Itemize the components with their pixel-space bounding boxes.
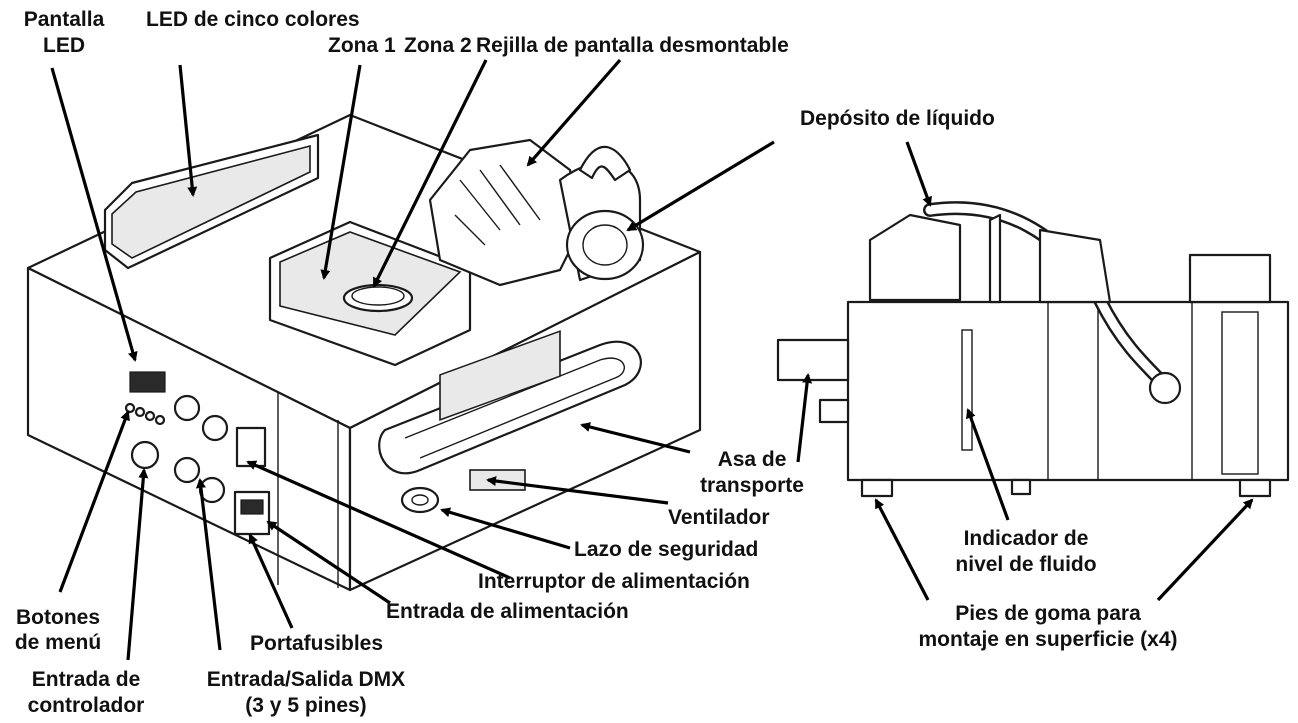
label-asa-1: Asa de	[718, 448, 787, 471]
label-portafusibles: Portafusibles	[250, 632, 383, 655]
zone2-opening	[342, 283, 414, 313]
label-pies-2: montaje en superficie (x4)	[918, 628, 1177, 651]
arrow-asa	[580, 422, 691, 454]
arrow-indicador	[966, 408, 1010, 521]
label-pantalla-desmontable: Rejilla de pantalla desmontable	[476, 34, 789, 57]
arrow-entrada-alimentacion	[266, 520, 391, 605]
controller-input-socket	[130, 440, 160, 470]
arrow-zona1	[320, 64, 362, 280]
arrow-interruptor	[246, 460, 511, 580]
arrow-led-cinco	[178, 64, 198, 197]
dmx-port-3	[173, 456, 201, 484]
label-pies-1: Pies de goma para	[955, 602, 1141, 625]
label-botones-1: Botones	[16, 606, 100, 629]
zone-box	[268, 220, 472, 367]
callout-labels: Pantalla LED LED de cinco colores Zona 1…	[15, 8, 1178, 717]
arrow-deposito-side	[905, 141, 932, 207]
carrying-handle	[378, 330, 642, 475]
arrow-ventilador	[486, 476, 669, 505]
arrow-lazo	[440, 507, 571, 550]
removable-screen-head	[428, 138, 645, 287]
power-switch	[235, 426, 267, 468]
label-dmx-1: Entrada/Salida DMX	[207, 668, 405, 691]
label-ventilador: Ventilador	[668, 506, 770, 529]
machine-front-view	[26, 113, 702, 592]
arrow-dmx	[195, 478, 222, 651]
arrow-pie-izq	[874, 498, 930, 601]
arrow-pantalla-desmontable	[526, 58, 622, 167]
label-interruptor: Interruptor de alimentación	[478, 570, 750, 593]
label-controlador-1: Entrada de	[32, 668, 141, 691]
safety-loop	[400, 486, 440, 514]
rubber-foot-left	[860, 478, 894, 498]
label-pantalla-led-2: LED	[43, 34, 85, 57]
arrow-botones	[58, 410, 130, 593]
fluid-level-window	[961, 329, 973, 451]
arrow-side-connector	[796, 373, 813, 463]
label-lazo: Lazo de seguridad	[574, 538, 758, 561]
label-entrada-alimentacion: Entrada de alimentación	[386, 600, 629, 623]
fluid-tank	[868, 213, 962, 302]
label-indicador-1: Indicador de	[964, 527, 1089, 550]
arrow-deposito	[626, 140, 775, 232]
label-deposito: Depósito de líquido	[800, 107, 995, 130]
label-led-cinco-colores: LED de cinco colores	[146, 8, 360, 31]
arrow-portafusibles	[248, 533, 294, 629]
callout-arrows	[50, 58, 1254, 661]
rubber-foot-right	[1238, 478, 1272, 498]
menu-buttons	[124, 402, 166, 426]
dmx-port-1	[173, 394, 201, 422]
led-display	[129, 371, 166, 393]
label-botones-2: de menú	[15, 631, 101, 654]
label-dmx-2: (3 y 5 pines)	[245, 694, 366, 717]
label-indicador-2: nivel de fluido	[955, 553, 1096, 576]
side-connector	[776, 338, 850, 382]
arrow-controlador	[126, 468, 149, 661]
arrow-pantalla-led	[50, 67, 138, 362]
label-zona1: Zona 1	[328, 34, 396, 57]
arrow-pie-der	[1156, 498, 1254, 602]
label-asa-2: transporte	[700, 474, 804, 497]
label-zona2: Zona 2	[404, 34, 472, 57]
label-controlador-2: controlador	[28, 694, 145, 717]
machine-side-view	[776, 201, 1290, 498]
arrow-zona2	[372, 59, 488, 288]
dmx-port-2	[201, 414, 229, 442]
label-pantalla-led-1: Pantalla	[24, 8, 105, 31]
